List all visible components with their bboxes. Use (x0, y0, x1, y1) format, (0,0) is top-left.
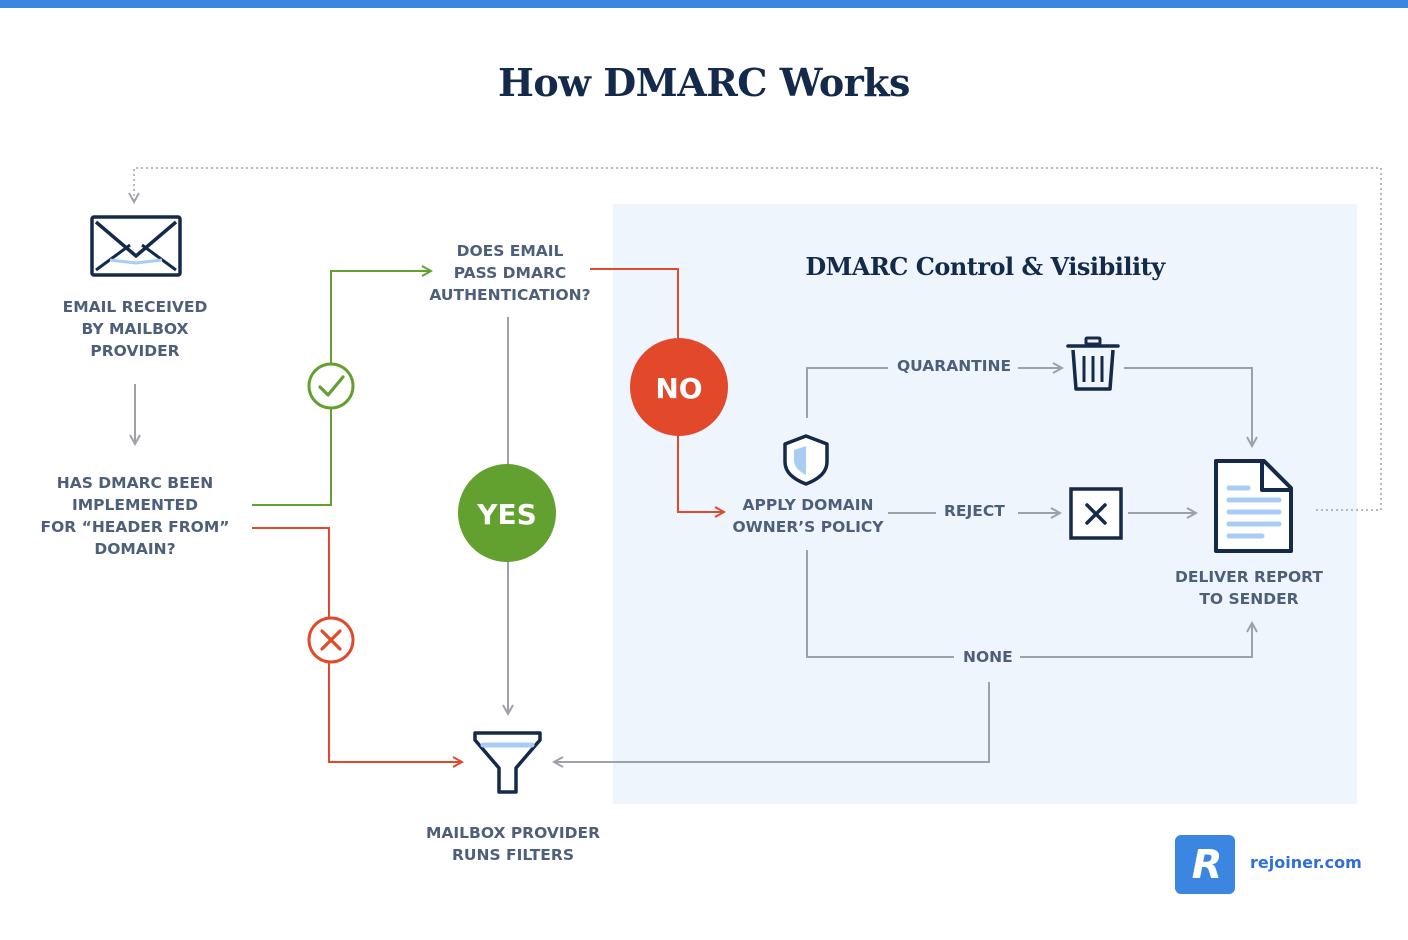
document-icon (1214, 459, 1293, 553)
no-decision-badge: NO (630, 338, 728, 436)
x-box-icon (1069, 487, 1123, 540)
arrow-none-to-report (1020, 623, 1252, 658)
reject-label: REJECT (944, 502, 1005, 520)
panel-title: DMARC Control & Visibility (805, 252, 1165, 281)
shield-icon (783, 434, 829, 486)
check-circle-icon (307, 362, 355, 410)
feedback-loop-line (134, 167, 1382, 511)
arrow-none-branch (806, 550, 954, 658)
rejoiner-logo-letter: R (1192, 842, 1223, 888)
x-circle-icon (307, 616, 355, 664)
yes-label: YES (476, 498, 537, 531)
brand-name[interactable]: rejoiner.com (1250, 853, 1362, 872)
top-accent-bar (0, 0, 1408, 8)
quarantine-label: QUARANTINE (897, 357, 1012, 375)
rejoiner-logo-icon: R (1175, 835, 1235, 894)
none-label: NONE (963, 648, 1013, 666)
arrow-none-to-filters (554, 682, 990, 762)
trash-icon (1066, 336, 1120, 391)
arrow-has-dmarc-no (252, 527, 462, 762)
arrow-quarantine-branch (806, 367, 888, 418)
yes-decision-badge: YES (458, 464, 556, 562)
no-label: NO (655, 372, 702, 405)
funnel-icon (473, 731, 542, 794)
arrow-trash-to-report (1124, 367, 1252, 446)
envelope-icon (90, 215, 182, 277)
page-title: How DMARC Works (498, 60, 910, 105)
